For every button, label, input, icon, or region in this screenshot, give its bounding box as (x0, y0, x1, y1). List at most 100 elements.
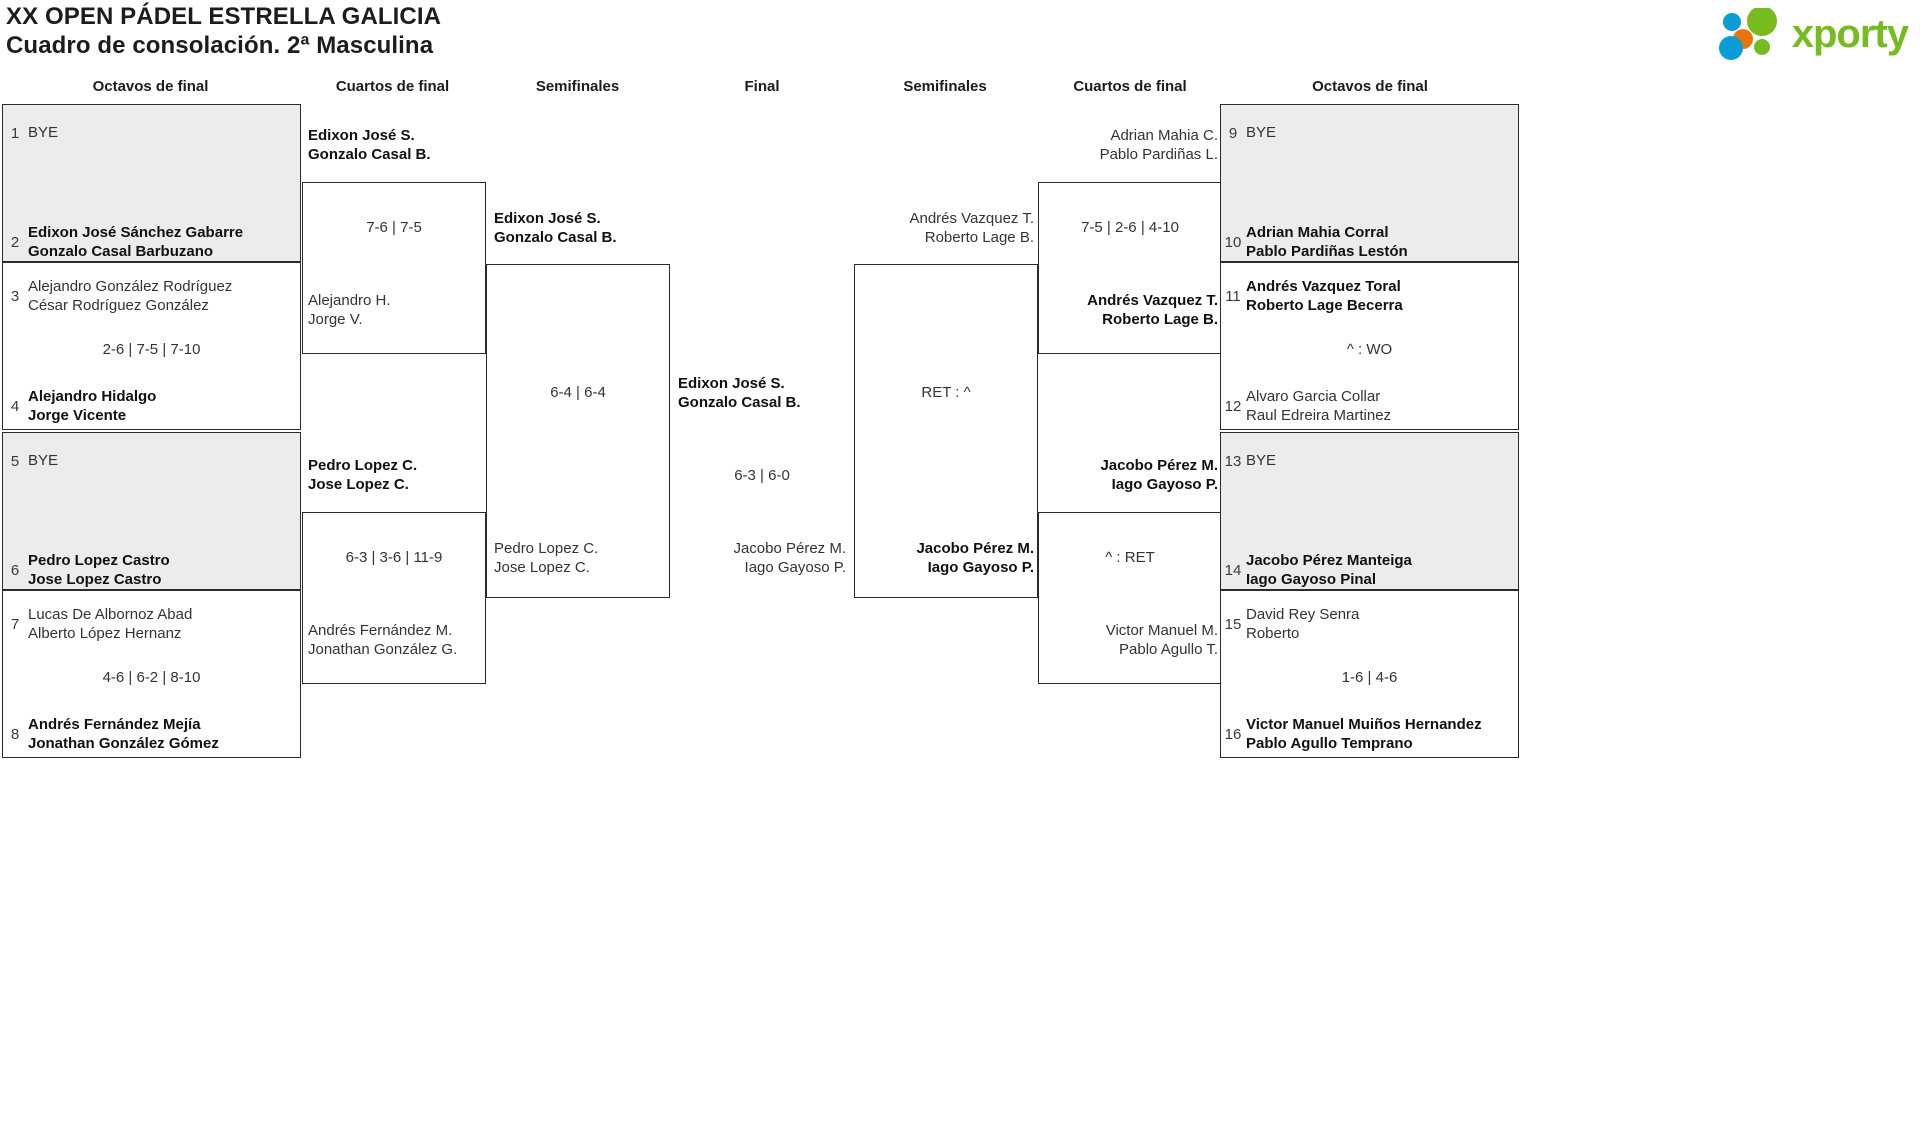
left-octavos-entry-5[interactable]: 5 BYE (2, 450, 301, 472)
right-semis-match[interactable] (854, 264, 1038, 598)
round-heading-left-cuartos: Cuartos de final (335, 78, 450, 95)
left-octavos-entry-2[interactable]: 2 Edixon José Sánchez Gabarre Gonzalo Ca… (2, 222, 301, 262)
left-octavos-score-2: 2-6 | 7-5 | 7-10 (102, 341, 201, 358)
left-cuartos-top-team: Edixon José S. Gonzalo Casal B. (308, 127, 431, 164)
seed-number: 2 (10, 233, 20, 251)
right-cuartos-bottom-team: Andrés Vazquez T. Roberto Lage B. (1087, 292, 1218, 329)
seed-number: 14 (1224, 561, 1242, 579)
left-cuartos-match-1[interactable] (302, 182, 486, 354)
seed-number: 10 (1224, 233, 1242, 251)
left-octavos-entry-6[interactable]: 6 Pedro Lopez Castro Jose Lopez Castro (2, 550, 301, 590)
right-octavos-entry-14[interactable]: 14 Jacobo Pérez Manteiga Iago Gayoso Pin… (1220, 550, 1519, 590)
team-names: Alejandro Hidalgo Jorge Vicente (28, 387, 157, 424)
left-cuartos-score-2: 6-3 | 3-6 | 11-9 (345, 549, 443, 566)
team-names: Adrian Mahia Corral Pablo Pardiñas Lestó… (1246, 223, 1408, 260)
seed-number: 4 (10, 397, 20, 415)
right-octavos-match-2[interactable] (1220, 262, 1519, 430)
seed-number: 11 (1225, 287, 1241, 305)
left-cuartos-low-top-team: Pedro Lopez C. Jose Lopez C. (308, 457, 418, 494)
seed-number: 13 (1224, 452, 1242, 470)
left-semis-bottom-team: Pedro Lopez C. Jose Lopez C. (494, 540, 599, 577)
left-octavos-entry-3[interactable]: 3 Alejandro González Rodríguez César Rod… (2, 276, 301, 316)
right-octavos-entry-9[interactable]: 9 BYE (1220, 122, 1519, 144)
right-semis-top-team: Andrés Vazquez T. Roberto Lage B. (909, 210, 1034, 247)
team-names: Victor Manuel Muiños Hernandez Pablo Agu… (1246, 715, 1482, 752)
right-octavos-match-4[interactable] (1220, 590, 1519, 758)
round-heading-right-cuartos: Cuartos de final (1073, 78, 1187, 95)
left-octavos-entry-8[interactable]: 8 Andrés Fernández Mejía Jonathan Gonzál… (2, 714, 301, 754)
round-heading-right-octavos: Octavos de final (1312, 78, 1428, 95)
page-header: XX OPEN PÁDEL ESTRELLA GALICIA Cuadro de… (0, 0, 1920, 78)
right-octavos-entry-12[interactable]: 12 Alvaro Garcia Collar Raul Edreira Mar… (1220, 386, 1519, 426)
team-names: BYE (1246, 452, 1277, 470)
right-octavos-match-3[interactable] (1220, 432, 1519, 590)
team-names: Edixon José Sánchez Gabarre Gonzalo Casa… (28, 223, 244, 260)
team-names: Lucas De Albornoz Abad Alberto López Her… (28, 605, 193, 642)
xporty-logo[interactable]: xporty (1718, 6, 1909, 62)
left-octavos-entry-7[interactable]: 7 Lucas De Albornoz Abad Alberto López H… (2, 604, 301, 644)
team-names: Andrés Fernández Mejía Jonathan González… (28, 715, 219, 752)
team-names: Jacobo Pérez Manteiga Iago Gayoso Pinal (1246, 551, 1412, 588)
team-names: BYE (1246, 124, 1277, 142)
seed-number: 3 (10, 287, 20, 305)
right-octavos-score-4: 1-6 | 4-6 (1341, 669, 1398, 686)
left-octavos-match-4[interactable] (2, 590, 301, 758)
seed-number: 1 (10, 124, 20, 142)
right-cuartos-match-1[interactable] (1038, 182, 1222, 354)
seed-number: 8 (10, 725, 20, 743)
left-octavos-match-2[interactable] (2, 262, 301, 430)
seed-number: 6 (10, 561, 20, 579)
right-octavos-entry-10[interactable]: 10 Adrian Mahia Corral Pablo Pardiñas Le… (1220, 222, 1519, 262)
right-cuartos-score-2: ^ : RET (1105, 549, 1155, 566)
title-block: XX OPEN PÁDEL ESTRELLA GALICIA Cuadro de… (6, 2, 441, 61)
round-heading-left-semis: Semifinales (535, 78, 620, 95)
seed-number: 15 (1224, 615, 1242, 633)
final-runner-up: Jacobo Pérez M. Iago Gayoso P. (733, 540, 846, 577)
team-names: Pedro Lopez Castro Jose Lopez Castro (28, 551, 170, 588)
tournament-title: XX OPEN PÁDEL ESTRELLA GALICIA (6, 3, 442, 30)
right-cuartos-low-bottom-team: Victor Manuel M. Pablo Agullo T. (1105, 622, 1218, 659)
seed-number: 12 (1224, 397, 1242, 415)
team-names: BYE (28, 452, 59, 470)
team-names: Andrés Vazquez Toral Roberto Lage Becerr… (1246, 277, 1403, 314)
left-octavos-entry-4[interactable]: 4 Alejandro Hidalgo Jorge Vicente (2, 386, 301, 426)
right-cuartos-top-team: Adrian Mahia C. Pablo Pardiñas L. (1099, 127, 1218, 164)
left-cuartos-bottom-team: Alejandro H. Jorge V. (308, 292, 391, 329)
round-heading-final: Final (744, 78, 780, 95)
right-octavos-match-1[interactable] (1220, 104, 1519, 262)
left-cuartos-score-1: 7-6 | 7-5 (366, 219, 422, 236)
left-cuartos-low-bottom-team: Andrés Fernández M. Jonathan González G. (308, 622, 458, 659)
left-cuartos-match-2[interactable] (302, 512, 486, 684)
right-cuartos-low-top-team: Jacobo Pérez M. Iago Gayoso P. (1100, 457, 1218, 494)
team-names: David Rey Senra Roberto (1246, 605, 1360, 642)
team-names: Alvaro Garcia Collar Raul Edreira Martin… (1246, 387, 1392, 424)
logo-wordmark: xporty (1791, 12, 1909, 56)
right-semis-score: RET : ^ (921, 384, 971, 401)
seed-number: 5 (10, 452, 20, 470)
bracket-subtitle: Cuadro de consolación. 2ª Masculina (6, 32, 434, 60)
right-octavos-entry-15[interactable]: 15 David Rey Senra Roberto (1220, 604, 1519, 644)
final-champion: Edixon José S. Gonzalo Casal B. (678, 375, 801, 412)
right-octavos-score-2: ^ : WO (1346, 341, 1393, 358)
left-octavos-score-4: 4-6 | 6-2 | 8-10 (102, 669, 201, 686)
right-cuartos-score-1: 7-5 | 2-6 | 4-10 (1081, 219, 1179, 236)
team-names: Alejandro González Rodríguez César Rodrí… (28, 277, 233, 314)
right-octavos-entry-11[interactable]: 11 Andrés Vazquez Toral Roberto Lage Bec… (1220, 276, 1519, 316)
left-semis-top-team: Edixon José S. Gonzalo Casal B. (494, 210, 617, 247)
right-octavos-entry-16[interactable]: 16 Victor Manuel Muiños Hernandez Pablo … (1220, 714, 1519, 754)
round-heading-right-semis: Semifinales (903, 78, 987, 95)
left-semis-score: 6-4 | 6-4 (550, 384, 606, 401)
right-semis-bottom-team: Jacobo Pérez M. Iago Gayoso P. (916, 540, 1034, 577)
round-heading-left-octavos: Octavos de final (92, 78, 209, 95)
right-cuartos-match-2[interactable] (1038, 512, 1222, 684)
right-octavos-entry-13[interactable]: 13 BYE (1220, 450, 1519, 472)
left-octavos-match-1[interactable] (2, 104, 301, 262)
logo-dots-icon (1718, 8, 1777, 60)
seed-number: 9 (1228, 124, 1238, 142)
final-score: 6-3 | 6-0 (734, 467, 790, 484)
left-octavos-match-3[interactable] (2, 432, 301, 590)
team-names: BYE (28, 124, 59, 142)
left-octavos-entry-1[interactable]: 1 BYE (2, 122, 301, 144)
left-semis-match[interactable] (486, 264, 670, 598)
